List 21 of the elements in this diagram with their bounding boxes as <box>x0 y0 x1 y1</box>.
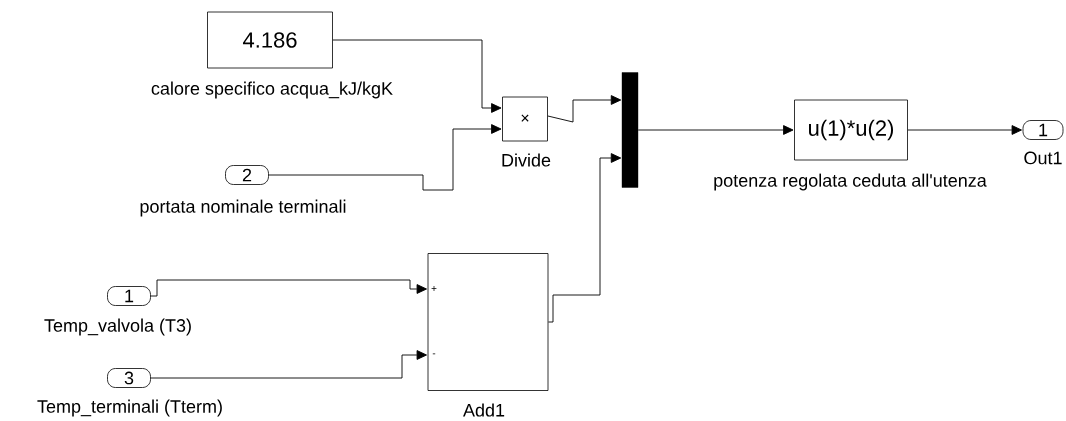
block-label: Divide <box>502 153 551 167</box>
block-label: Temp_terminali (Tterm) <box>37 399 222 417</box>
block-label: potenza regolata ceduta all'utenza <box>714 173 987 191</box>
block-label: Temp_valvola (T3) <box>44 318 191 336</box>
arrow <box>268 124 502 191</box>
arrow <box>150 279 427 297</box>
arrow <box>150 350 427 379</box>
arrow <box>547 153 622 323</box>
block-label: portata nominale terminali <box>140 199 346 217</box>
block-box: × <box>502 96 548 142</box>
block-box: 4.186 <box>207 11 333 69</box>
arrow <box>547 95 622 123</box>
block-label: Out1 <box>1024 151 1062 165</box>
port-sign: - <box>432 353 436 355</box>
arrow <box>637 125 794 135</box>
arrow <box>332 39 502 113</box>
block-box: u(1)*u(2) <box>794 99 908 161</box>
block-label: calore specifico acqua_kJ/kgK <box>151 81 393 99</box>
port-sign: + <box>431 286 437 291</box>
block-label: Add1 <box>463 403 505 417</box>
arrow <box>907 125 1022 135</box>
